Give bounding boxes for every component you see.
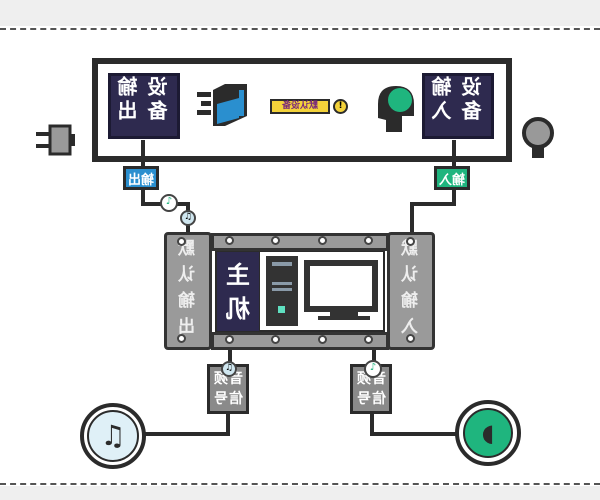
connector: [370, 412, 374, 434]
connector: [145, 432, 230, 436]
default-input-label: 默认输入: [401, 239, 422, 343]
connector: [410, 202, 456, 206]
output-device-box: 输出设备: [108, 73, 180, 139]
plug-icon: [34, 120, 76, 160]
output-tag-label: 输出: [127, 172, 154, 188]
speaker-icon: [195, 80, 250, 130]
rivet: [271, 236, 280, 245]
note-badge-icon: ♪: [364, 360, 382, 378]
headset-badge-icon: ◖: [463, 408, 513, 458]
rivet: [364, 236, 373, 245]
note-badge-icon: ♫: [180, 210, 196, 226]
connector: [141, 190, 145, 204]
connector: [372, 350, 376, 366]
mic-input-circle: ◖: [455, 400, 521, 466]
rivet: [318, 335, 327, 344]
char: 主: [226, 260, 250, 289]
top-band: [0, 0, 600, 26]
note-badge-icon: ♪: [160, 194, 178, 212]
connector: [141, 140, 145, 168]
rivet: [225, 236, 234, 245]
rivet: [406, 334, 415, 343]
rivet: [177, 237, 186, 246]
host-label: 主机: [217, 252, 259, 331]
output-tag: 输出: [123, 166, 159, 190]
input-device-label: 输入设备: [431, 76, 485, 124]
music-note-icon: ♫: [87, 410, 139, 462]
default-output-panel: 默认输出: [164, 232, 212, 350]
input-device-box: 输入设备: [422, 73, 494, 139]
connector: [410, 202, 414, 234]
input-tag: 输入: [434, 166, 470, 190]
rivet: [271, 335, 280, 344]
bottom-divider: [0, 483, 600, 485]
rivet: [225, 335, 234, 344]
warning-icon: !: [333, 99, 348, 114]
monitor-icon: [266, 256, 378, 326]
rivet: [364, 335, 373, 344]
default-input-panel: 默认输入: [387, 232, 435, 350]
bottom-band: [0, 486, 600, 500]
speaker-output-circle: ♫: [80, 403, 146, 469]
top-divider: [0, 28, 600, 30]
connector: [452, 190, 456, 204]
input-tag-label: 输入: [438, 172, 465, 188]
host-top-bar: [211, 233, 389, 251]
connector: [226, 412, 230, 434]
connector: [370, 432, 458, 436]
default-device-badge: 默认设备 !: [270, 98, 348, 115]
char: 机: [226, 294, 250, 323]
connector: [452, 140, 456, 168]
connector: [228, 350, 232, 366]
output-device-label: 输出设备: [117, 76, 171, 124]
microphone-icon: [520, 116, 558, 162]
rivet: [177, 334, 186, 343]
computer-illustration: [260, 252, 383, 330]
default-output-label: 默认输出: [178, 239, 199, 343]
rivet: [406, 237, 415, 246]
note-badge-icon: ♫: [221, 361, 237, 377]
host-bottom-bar: [211, 332, 389, 350]
default-device-label: 默认设备: [281, 101, 318, 111]
headset-icon: [372, 82, 420, 134]
rivet: [318, 236, 327, 245]
